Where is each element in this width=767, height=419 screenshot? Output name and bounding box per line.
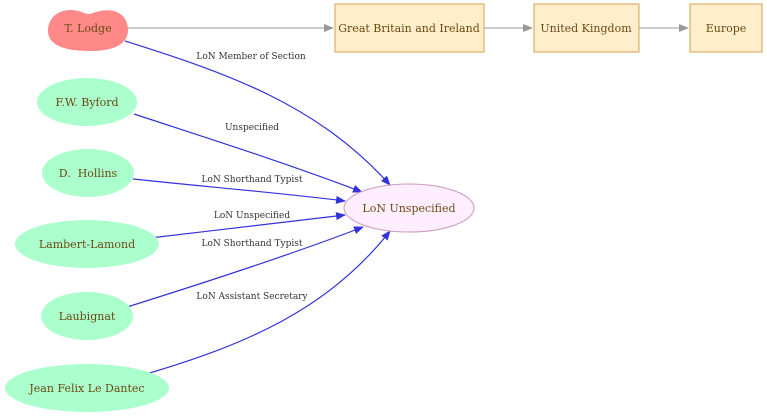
node-shape [37,78,137,126]
edge-label-lambert: LoN Unspecified [214,211,290,221]
node-label: LoN Unspecified [362,202,455,215]
node-label: Great Britain and Ireland [338,22,479,35]
node-shape [689,3,763,53]
edge-jean-to-lon [142,230,391,376]
node-shape [15,220,159,268]
member-edges [124,40,391,376]
node-label: Lambert-Lamond [39,238,135,251]
edge-laubignat-to-lon [126,226,364,308]
node-lon-unspecified[interactable]: LoN Unspecified [343,183,475,233]
node-europe[interactable]: Europe [689,3,763,53]
node-label: F.W. Byford [55,96,118,109]
node-shape [334,3,485,53]
node-shape [5,364,169,412]
edge-label-jean: LoN Assistant Secretary [196,292,308,302]
node-jean-felix-le-dantec[interactable]: Jean Felix Le Dantec [5,364,169,412]
edge-hollins-to-lon [132,178,346,204]
node-d-hollins[interactable]: D. Hollins [42,149,134,197]
node-shape [343,183,475,233]
node-laubignat[interactable]: Laubignat [41,292,133,340]
node-label: Europe [706,22,747,35]
node-shape [41,292,133,340]
edge-label-lodge: LoN Member of Section [196,52,306,62]
edge-label-laubignat: LoN Shorthand Typist [202,239,303,249]
edge-label-hollins: LoN Shorthand Typist [202,175,303,185]
node-shape [42,149,134,197]
node-lambert-lamond[interactable]: Lambert-Lamond [15,220,159,268]
node-label: Laubignat [59,310,116,323]
edge-byford-to-lon [133,113,363,193]
node-t-lodge[interactable]: T. Lodge [48,10,128,51]
node-united-kingdom[interactable]: United Kingdom [533,3,640,53]
node-label: Jean Felix Le Dantec [28,382,144,395]
node-label: United Kingdom [540,22,632,35]
node-shape [48,10,128,51]
edge-lodge-to-lon [124,40,391,186]
node-fw-byford[interactable]: F.W. Byford [37,78,137,126]
edge-label-byford: Unspecified [225,123,279,133]
node-label: D. Hollins [59,167,118,180]
node-shape [533,3,640,53]
node-great-britain-and-ireland[interactable]: Great Britain and Ireland [334,3,485,53]
edge-lambert-to-lon [149,212,346,239]
edge-labels: LoN Member of Section Unspecified LoN Sh… [196,52,308,302]
node-label: T. Lodge [64,22,111,35]
